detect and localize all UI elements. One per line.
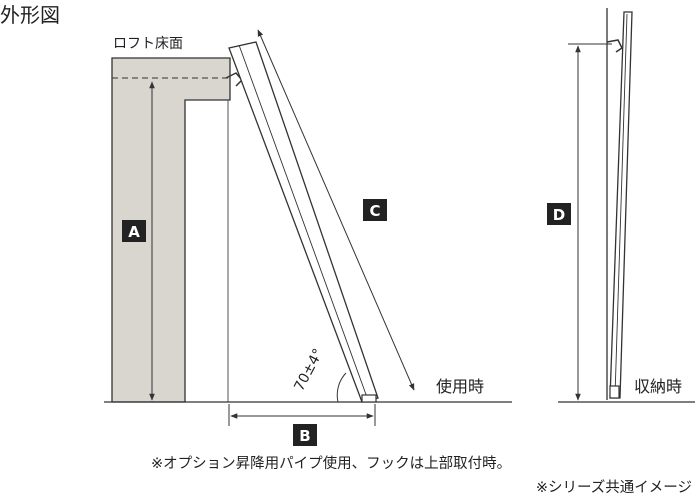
ladder-stored-foot: [609, 385, 620, 399]
dimension-c-badge: C: [363, 199, 387, 221]
note-option: ※オプション昇降用パイプ使用、フックは上部取付時。: [151, 455, 511, 472]
dimension-d-badge: D: [547, 203, 571, 225]
angle-label: 70±4°: [291, 346, 326, 394]
dimension-c-text: C: [369, 202, 380, 220]
hook-in-use: [225, 72, 244, 87]
stored-label: 収納時: [634, 377, 682, 396]
angle-arc: [336, 372, 347, 403]
ladder-stored-rail: [614, 13, 628, 397]
dimension-c-line: [257, 29, 415, 391]
dimension-a-text: A: [128, 223, 140, 241]
hook-stored: [606, 39, 623, 53]
dimension-d-text: D: [553, 206, 565, 224]
note-common: ※シリーズ共通イメージ: [536, 479, 692, 496]
dimension-b-text: B: [299, 427, 310, 445]
ladder-in-use-rail: [238, 44, 369, 401]
ladder-in-use-foot: [361, 394, 377, 403]
diagram-title: 外形図: [0, 3, 60, 27]
dimension-b-badge: B: [293, 424, 317, 446]
dimension-a-badge: A: [122, 220, 146, 242]
in-use-label: 使用時: [436, 377, 484, 396]
loft-floor-label: ロフト床面: [113, 36, 183, 52]
